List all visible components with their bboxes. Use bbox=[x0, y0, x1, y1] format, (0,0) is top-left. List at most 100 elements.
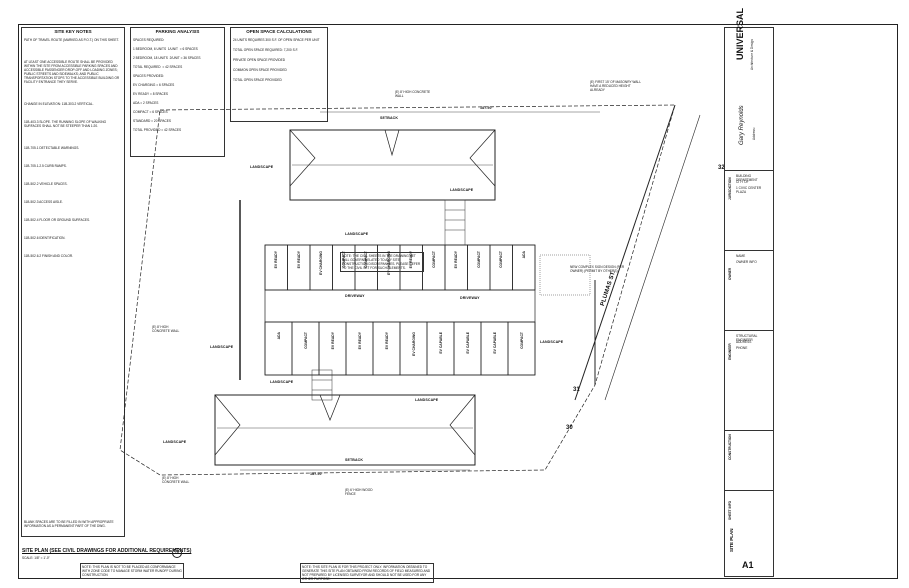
parking-item: TOTAL PROVIDED = 42 SPACES bbox=[133, 128, 182, 132]
openspace-item: TOTAL OPEN SPACE PROVIDED bbox=[233, 78, 282, 82]
keynotes-item: 11B-502.3 ACCESS AISLE. bbox=[24, 200, 63, 204]
title-block-section-owner: OWNER bbox=[728, 267, 732, 280]
lot-number-30: 30 bbox=[566, 425, 573, 431]
title-block-info: OWNER INFO bbox=[736, 260, 757, 264]
title-block-divider bbox=[724, 330, 774, 331]
top-stall-label: COMPACT bbox=[431, 251, 436, 268]
sheet-number: A1 bbox=[742, 560, 754, 570]
site-key-notes-panel bbox=[21, 27, 125, 537]
wood-fence-note: (E) 6' HIGH WOOD FENCE bbox=[345, 488, 374, 496]
keynotes-item: 11B-502.6 IDENTIFICATION. bbox=[24, 236, 66, 240]
bottom-stall-label: COMPACT bbox=[303, 332, 308, 349]
bottom-stall-label: COMPACT bbox=[519, 332, 524, 349]
dim-top: 187.50' bbox=[480, 106, 493, 110]
lot-number-32: 32 bbox=[718, 165, 725, 171]
title-block-info: ADDRESS bbox=[736, 340, 752, 344]
sheet-title: SITE PLAN bbox=[729, 528, 734, 552]
drawing-scale: SCALE: 1/8" = 1'-0" bbox=[22, 556, 50, 560]
parking-item: STANDARD = 20 SPACES bbox=[133, 119, 172, 123]
parking-item: ADA = 2 SPACES bbox=[133, 101, 159, 105]
bottom-stall-label: EV READY bbox=[357, 332, 362, 350]
footer-note-left: NOTE: THIS PLAN IS NOT TO BE PLACED AS C… bbox=[80, 563, 184, 579]
openspace-item: PRIVATE OPEN SPACE PROVIDED bbox=[233, 58, 286, 62]
title-block-section-jurisdiction: JURISDICTION bbox=[728, 177, 732, 201]
top-stall-label: EV READY bbox=[454, 251, 459, 269]
top-stall-label: EV READY bbox=[296, 251, 301, 269]
landscape-label-5: LANDSCAPE bbox=[270, 380, 294, 384]
bottom-stall-label: EV CAPABLE bbox=[438, 332, 443, 354]
top-stall-label: COMPACT bbox=[476, 251, 481, 268]
landscape-label-3: LANDSCAPE bbox=[450, 188, 474, 192]
sign-note: NEW COMPLEX SIGN DESIGN (PER OWNER) (PER… bbox=[570, 265, 626, 273]
bottom-stall-label: ADA bbox=[276, 332, 281, 340]
keynotes-item: 11B-502.2 VEHICLE SPACES. bbox=[24, 182, 68, 186]
keynotes-item: 11B-705.1.2.5 CURB RAMPS. bbox=[24, 164, 67, 168]
bottom-stall-label: EV CAPABLE bbox=[492, 332, 497, 354]
dim-bottom: 187.50' bbox=[310, 472, 323, 476]
title-block-section-construction: CONSTRUCTION bbox=[728, 434, 732, 460]
concrete-wall-note-left: (E) 8' HIGH CONCRETE WALL bbox=[152, 325, 180, 333]
bottom-stall-label: EV CAPABLE bbox=[465, 332, 470, 354]
concrete-wall-note-top: (E) 8' HIGH CONCRETE WALL bbox=[395, 90, 432, 98]
keynotes-item: 11B-705.1 DETECTABLE WARNINGS. bbox=[24, 146, 80, 150]
parking-item: TOTAL REQUIRED = 42 SPACES bbox=[133, 65, 183, 69]
landscape-label-7: LANDSCAPE bbox=[540, 340, 564, 344]
title-block-divider bbox=[724, 250, 774, 251]
title-block-info: BUILDING DEPARTMENT bbox=[736, 174, 758, 182]
top-stall-label: EV CHARGING bbox=[386, 251, 391, 275]
keynotes-item: CHANGE IN ELEVATION: 11B-303.2 VERTICAL. bbox=[24, 102, 94, 106]
north-arrow-icon: N bbox=[172, 548, 182, 558]
setback-label-top: SETBACK bbox=[380, 116, 399, 120]
title-block-info: STRUCTURAL ENGINEER bbox=[736, 334, 759, 342]
parking-item: SPACES PROVIDED: bbox=[133, 74, 165, 78]
keynotes-item: 11B-403.3 SLOPE. THE RUNNING SLOPE OF WA… bbox=[24, 120, 108, 128]
keynotes-item: AT LEAST ONE ACCESSIBLE ROUTE SHALL BE P… bbox=[24, 60, 121, 84]
top-building-roof bbox=[289, 129, 496, 187]
designer-name: Gary Reynolds bbox=[739, 105, 745, 145]
openspace-item: 24 UNITS REQUIRES 300 S.F. OF OPEN SPACE… bbox=[233, 38, 320, 42]
bottom-building-roof bbox=[214, 394, 476, 456]
lot-number-31: 31 bbox=[573, 387, 580, 393]
site-key-notes-footer: BLANK SPACES ARE TO BE FILLED IN WITH AP… bbox=[24, 520, 115, 528]
top-stall-label: COMPACT bbox=[364, 251, 369, 268]
title-block-section-engineer: ENGINEER bbox=[728, 343, 732, 360]
parking-item: EV READY = 8 SPACES bbox=[133, 92, 169, 96]
title-block-info: NAME bbox=[736, 254, 746, 258]
firm-name: UNIVERSAL bbox=[735, 7, 745, 60]
title-block-divider bbox=[724, 170, 774, 171]
parking-item: EV CHARGING = 6 SPACES bbox=[133, 83, 175, 87]
parking-analysis-panel bbox=[130, 27, 225, 157]
top-stall-label: ADA bbox=[521, 251, 526, 259]
top-stall-label: EV CHARGING bbox=[319, 251, 324, 275]
driveway-label-1: DRIVEWAY bbox=[345, 294, 365, 298]
top-stall-label: EV READY bbox=[274, 251, 279, 269]
title-block-divider bbox=[724, 490, 774, 491]
title-block-info: 1 CIVIC CENTER PLAZA bbox=[736, 186, 763, 194]
title-block-divider bbox=[724, 430, 774, 431]
parking-analysis-title: PARKING ANALYSIS bbox=[155, 29, 200, 34]
masonry-wall-note: (E) FIRST 15' OF MASONRY WALL HAVE A RED… bbox=[590, 80, 642, 92]
bottom-stall bbox=[264, 321, 293, 376]
open-space-title: OPEN SPACE CALCULATIONS bbox=[246, 29, 312, 34]
top-stall-label: EV READY bbox=[409, 251, 414, 269]
address-label: Address: bbox=[752, 127, 756, 140]
bottom-stall-label: EV CHARGING bbox=[411, 332, 416, 356]
top-building bbox=[289, 129, 496, 201]
firm-subtitle: Architecture & Design bbox=[750, 39, 754, 70]
title-block-section-sheet-info: SHEET INFO bbox=[728, 500, 732, 520]
setback-label-bottom: SETBACK bbox=[345, 458, 364, 462]
drawing-sheet bbox=[18, 24, 898, 579]
keynotes-item: 11B-502.4 FLOOR OR GROUND SURFACES. bbox=[24, 218, 91, 222]
title-block bbox=[724, 27, 774, 577]
site-key-notes-title: SITE KEY NOTES bbox=[54, 29, 92, 34]
open-space-panel bbox=[230, 27, 328, 122]
parking-item: 2 BEDROOM, 18 UNITS 2/UNIT = 36 SPACES bbox=[133, 56, 201, 60]
landscape-label-4: LANDSCAPE bbox=[210, 345, 234, 349]
footer-note-right: NOTE: THIS SITE PLAN IS FOR THIS PROJECT… bbox=[300, 563, 434, 583]
landscape-label-2: LANDSCAPE bbox=[345, 232, 369, 236]
bottom-building bbox=[214, 394, 476, 466]
parking-item: 1 BEDROOM, 6 UNITS 1/UNIT = 6 SPACES bbox=[133, 47, 198, 51]
keynotes-item: 11B-502.6.2 FINISH AND COLOR. bbox=[24, 254, 74, 258]
bottom-stall-label: EV READY bbox=[384, 332, 389, 350]
